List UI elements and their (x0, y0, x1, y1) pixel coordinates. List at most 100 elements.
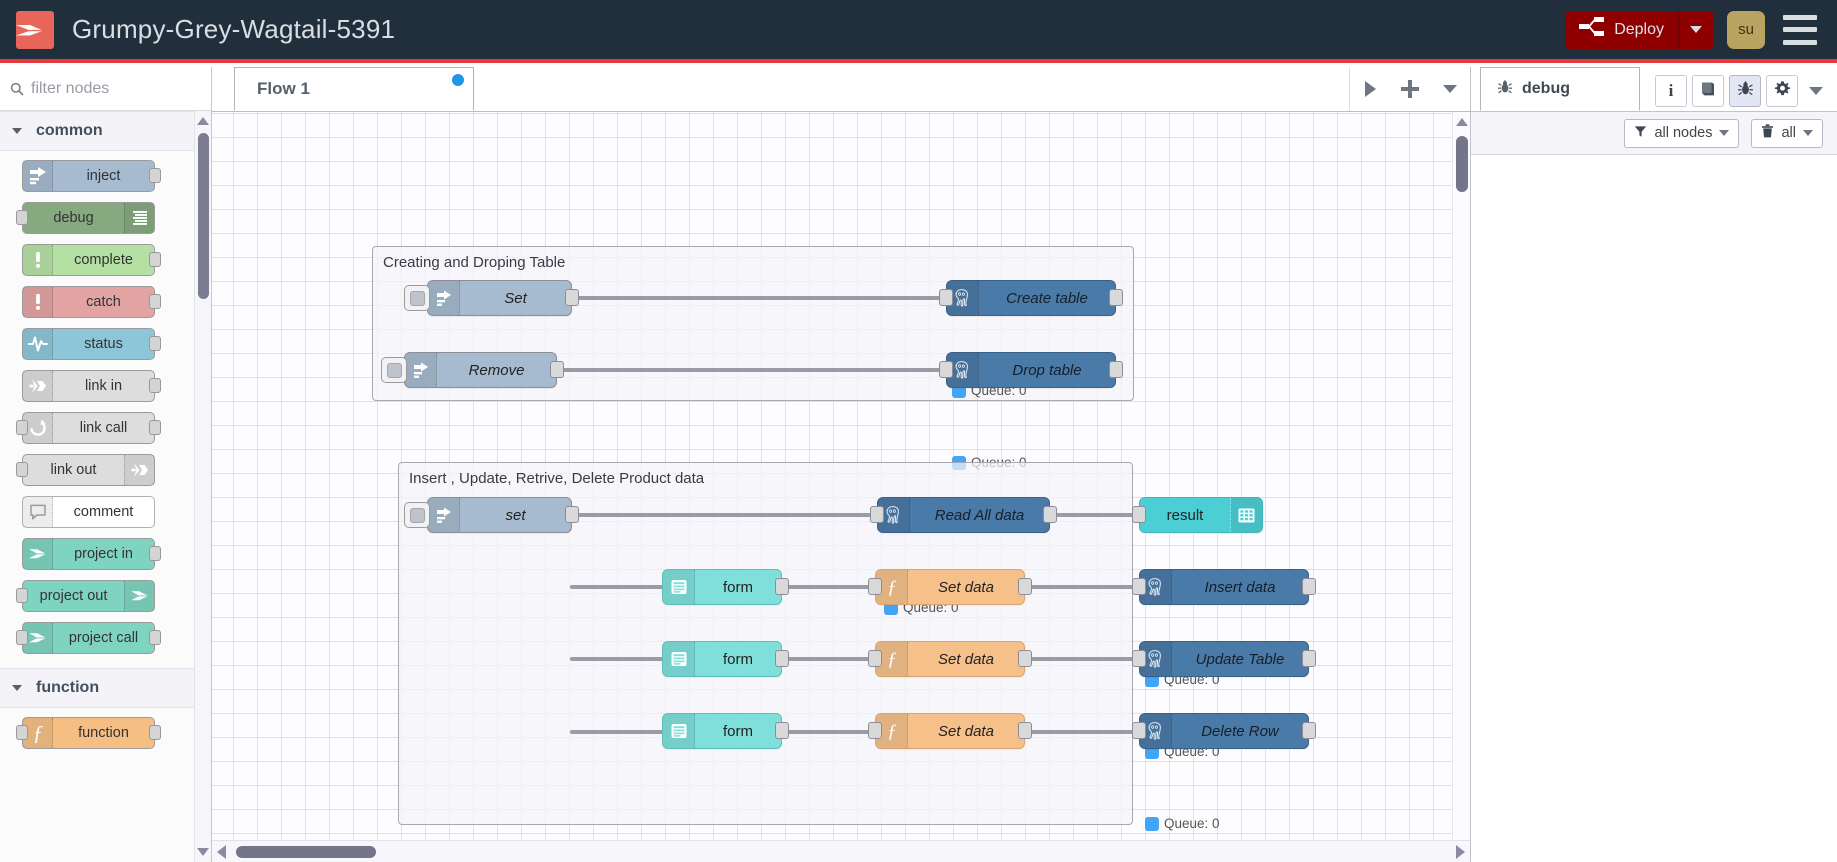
palette-node-status[interactable]: status (22, 328, 161, 360)
palette-node-complete[interactable]: complete (22, 244, 161, 276)
canvas-vertical-scrollbar-thumb[interactable] (1456, 136, 1468, 192)
node-set-data-insert-input-port[interactable] (868, 578, 882, 595)
palette-scrollbar-thumb[interactable] (198, 133, 209, 299)
deploy-dropdown-button[interactable] (1679, 11, 1713, 49)
palette-node-link-in[interactable]: link in (22, 370, 161, 402)
palette-node-output-port[interactable] (149, 546, 161, 561)
node-delete-row[interactable]: Delete Row (1132, 713, 1316, 749)
palette-node-input-port[interactable] (16, 462, 28, 477)
palette-node-output-port[interactable] (149, 294, 161, 309)
canvas-vertical-scrollbar[interactable] (1452, 112, 1470, 862)
run-flow-button[interactable] (1350, 67, 1390, 111)
palette-node-link-call[interactable]: link call (16, 412, 161, 444)
node-create-table-input-port[interactable] (939, 289, 953, 306)
avatar[interactable]: su (1727, 10, 1765, 49)
palette-node-input-port[interactable] (16, 210, 28, 225)
help-tab-button[interactable] (1692, 75, 1724, 107)
node-read-all-data-input-port[interactable] (870, 506, 884, 523)
node-update-table-output-port[interactable] (1302, 650, 1316, 667)
node-delete-row-output-port[interactable] (1302, 722, 1316, 739)
node-update-table-input-port[interactable] (1132, 650, 1146, 667)
palette-node-project-out[interactable]: project out (16, 580, 155, 612)
node-delete-row-input-port[interactable] (1132, 722, 1146, 739)
palette-scroll-down-arrow[interactable] (197, 848, 209, 856)
node-remove-button-pad[interactable] (381, 357, 407, 383)
palette-category-common[interactable]: common (0, 111, 211, 151)
node-result-input-port[interactable] (1132, 506, 1146, 523)
canvas-horizontal-scrollbar[interactable] (212, 840, 1470, 862)
node-form-update-output-port[interactable] (775, 650, 789, 667)
node-insert-data-output-port[interactable] (1302, 578, 1316, 595)
tab-flow-1[interactable]: Flow 1 (234, 67, 474, 111)
flow-menu-button[interactable] (1430, 67, 1470, 111)
debug-filter-dropdown[interactable]: all nodes (1624, 118, 1740, 148)
palette-node-output-port[interactable] (149, 252, 161, 267)
canvas-scroll-up-arrow[interactable] (1455, 118, 1468, 126)
debug-clear-dropdown[interactable]: all (1751, 118, 1823, 148)
palette-node-input-port[interactable] (16, 588, 28, 603)
canvas-scroll-left-arrow[interactable] (217, 844, 226, 859)
node-set-data-insert[interactable]: ƒ Set data (868, 569, 1032, 605)
palette-node-output-port[interactable] (149, 630, 161, 645)
node-create-table[interactable]: Create table (939, 280, 1123, 316)
deploy-button[interactable]: Deploy (1566, 10, 1713, 49)
debug-tab-button[interactable] (1729, 75, 1761, 107)
node-set-button-pad[interactable] (404, 285, 430, 311)
deploy-button-main[interactable]: Deploy (1566, 10, 1679, 49)
node-set-data-delete-input-port[interactable] (868, 722, 882, 739)
hamburger-menu-icon[interactable] (1783, 14, 1817, 45)
node-drop-table[interactable]: Drop table (939, 352, 1123, 388)
palette-node-output-port[interactable] (149, 725, 161, 740)
info-tab-button[interactable]: i (1655, 75, 1687, 107)
debug-message-list[interactable] (1471, 155, 1837, 861)
node-set-data-update-input-port[interactable] (868, 650, 882, 667)
node-drop-table-output-port[interactable] (1109, 361, 1123, 378)
node-form-insert[interactable]: form (662, 569, 789, 605)
palette-search-row[interactable] (0, 67, 211, 111)
palette-node-comment[interactable]: comment (22, 496, 155, 528)
node-read-all-data[interactable]: Read All data (870, 497, 1057, 533)
sidebar-collapse-button[interactable] (1803, 75, 1829, 107)
node-set-lower[interactable]: set (404, 497, 579, 533)
palette-node-function[interactable]: ƒ function (16, 717, 161, 749)
palette-node-output-port[interactable] (149, 378, 161, 393)
node-set-lower-button-pad[interactable] (404, 502, 430, 528)
palette-scroll-up-arrow[interactable] (197, 117, 209, 125)
node-form-update[interactable]: form (662, 641, 789, 677)
palette-node-project-call[interactable]: project call (16, 622, 161, 654)
palette-node-catch[interactable]: catch (22, 286, 161, 318)
node-form-insert-output-port[interactable] (775, 578, 789, 595)
node-set-lower-output-port[interactable] (565, 506, 579, 523)
node-form-delete-output-port[interactable] (775, 722, 789, 739)
add-flow-button[interactable] (1390, 67, 1430, 111)
node-insert-data-input-port[interactable] (1132, 578, 1146, 595)
palette-node-debug[interactable]: debug (16, 202, 155, 234)
palette-node-inject[interactable]: inject (22, 160, 161, 192)
config-tab-button[interactable] (1766, 75, 1798, 107)
canvas-horizontal-scrollbar-thumb[interactable] (236, 846, 376, 858)
node-read-all-data-output-port[interactable] (1043, 506, 1057, 523)
palette-node-input-port[interactable] (16, 420, 28, 435)
tab-debug[interactable]: debug (1480, 67, 1640, 111)
node-result[interactable]: result (1132, 497, 1263, 533)
palette-node-output-port[interactable] (149, 168, 161, 183)
node-set-data-insert-output-port[interactable] (1018, 578, 1032, 595)
palette-node-output-port[interactable] (149, 336, 161, 351)
node-insert-data[interactable]: Insert data (1132, 569, 1316, 605)
canvas-scroll-right-arrow[interactable] (1456, 844, 1465, 859)
node-update-table[interactable]: Update Table (1132, 641, 1316, 677)
palette-node-link-out[interactable]: link out (16, 454, 155, 486)
palette-node-project-in[interactable]: project in (22, 538, 161, 570)
flow-canvas[interactable]: Creating and Droping Table Set (212, 112, 1470, 862)
palette-node-input-port[interactable] (16, 630, 28, 645)
node-remove[interactable]: Remove (381, 352, 564, 388)
node-set-output-port[interactable] (565, 289, 579, 306)
node-set-data-delete[interactable]: ƒ Set data (868, 713, 1032, 749)
node-set[interactable]: Set (404, 280, 579, 316)
palette-category-function[interactable]: function (0, 668, 211, 708)
node-form-delete[interactable]: form (662, 713, 789, 749)
node-set-data-delete-output-port[interactable] (1018, 722, 1032, 739)
node-drop-table-input-port[interactable] (939, 361, 953, 378)
node-create-table-output-port[interactable] (1109, 289, 1123, 306)
palette-node-input-port[interactable] (16, 725, 28, 740)
